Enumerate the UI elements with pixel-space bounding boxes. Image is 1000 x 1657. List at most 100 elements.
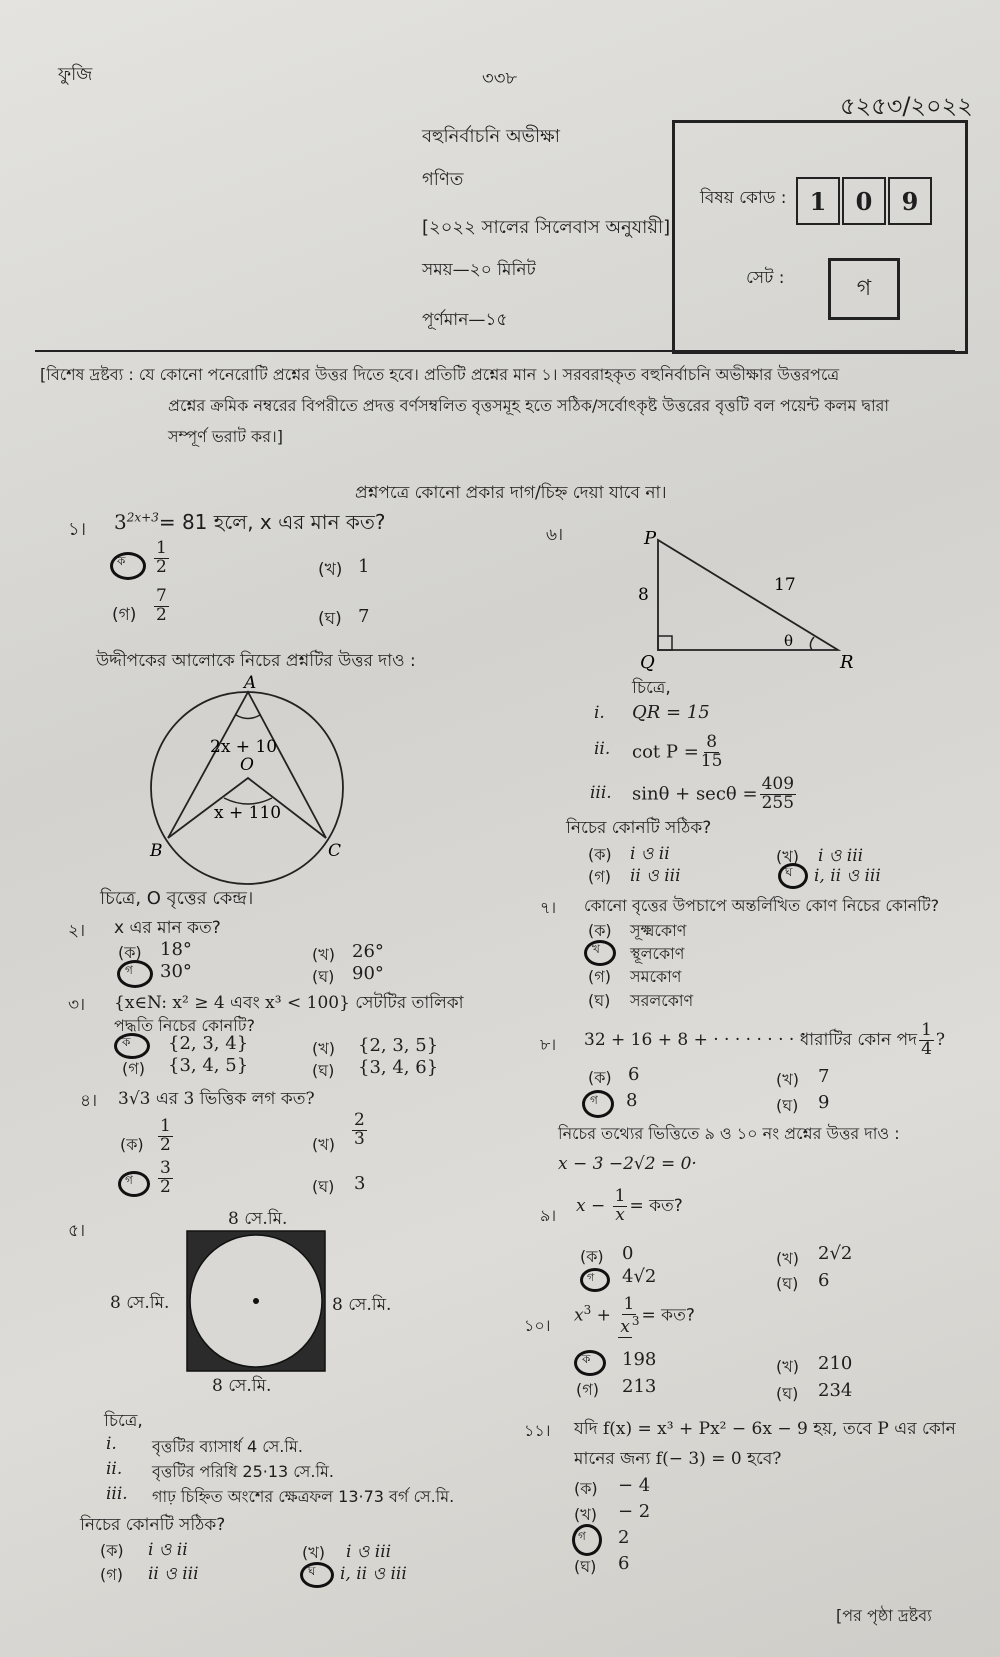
q7-option-kha-label: খ [592, 942, 600, 956]
square-circle-figure [186, 1230, 326, 1372]
q3-answer-circle [114, 1033, 150, 1059]
q8-option-gha-value: 9 [818, 1092, 830, 1113]
q3-option-gha-value: {3, 4, 6} [358, 1057, 439, 1078]
q4-option-kha-label: (খ) [312, 1135, 335, 1154]
q5-statement-i: বৃত্তটির ব্যাসার্ধ 4 সে.মি. [152, 1437, 303, 1456]
q4-option-ga-label: গ [125, 1173, 133, 1187]
q9-answer-circle [580, 1268, 610, 1292]
q3-option-ga-value: {3, 4, 5} [168, 1055, 249, 1076]
q2-option-gha-value: 90° [352, 963, 384, 984]
q8-option-kha-value: 7 [818, 1066, 830, 1087]
q5-statement-ii: বৃত্তটির পরিধি 25·13 সে.মি. [152, 1462, 334, 1481]
q4-answer-circle [118, 1171, 150, 1197]
q6-statement-ii-text: cot P = [632, 741, 699, 763]
q2-option-kha-label: (খ) [312, 945, 335, 964]
q11-option-ka-value: − 4 [618, 1475, 651, 1496]
circle-angle-figure: A B C O 2x + 10 x + 110 [149, 673, 344, 885]
syllabus-note: [২০২২ সালের সিলেবাস অনুযায়ী] [422, 217, 671, 238]
q5-side-left: 8 সে.মি. [110, 1293, 170, 1313]
given-equation: x − 3 −2√2 = 0· [558, 1154, 697, 1174]
theta-arc [809, 636, 815, 651]
point-b-label: B [149, 841, 163, 861]
q3-option-kha-value: {2, 3, 5} [358, 1035, 439, 1056]
q1-option-kha-label: (খ) [318, 560, 343, 580]
q8-answer-circle [582, 1090, 614, 1118]
q10-option-ga-value: 213 [622, 1376, 657, 1397]
q10-answer-circle [574, 1350, 606, 1376]
q10-stem-text: = কত? [641, 1305, 695, 1326]
q6-option-kha-label: (খ) [776, 847, 799, 866]
q8-option-gha-label: (ঘ) [776, 1096, 799, 1115]
q8-stem: 32 + 16 + 8 + · · · · · · · · ধারাটির কো… [584, 1020, 946, 1059]
q3-option-kha-label: (খ) [312, 1039, 335, 1058]
point-a-label: A [242, 673, 256, 693]
exam-time: সময়—২০ মিনিট [422, 260, 536, 280]
vertex-p-label: P [643, 528, 657, 549]
figure-circle [150, 691, 344, 885]
right-triangle-figure: P Q R 8 17 θ [638, 528, 854, 672]
instruction-line-1: [বিশেষ দ্রষ্টব্য : যে কোনো পনেরোটি প্রশ্… [40, 365, 840, 384]
q2-number: ২। [68, 921, 86, 941]
q8-option-ka-value: 6 [628, 1064, 640, 1085]
inscribed-angle-lines [167, 690, 327, 839]
q2-option-ka-label: (ক) [118, 943, 142, 962]
q11-stem-line-2: মানের জন্য f(− 3) = 0 হবে? [574, 1449, 782, 1469]
q11-option-ga-value: 2 [618, 1527, 630, 1548]
q10-option-kha-label: (খ) [776, 1357, 799, 1376]
q9-option-gha-value: 6 [818, 1270, 830, 1291]
q4-option-gha-label: (ঘ) [312, 1177, 335, 1196]
q5-answer-circle [300, 1562, 334, 1588]
q9-option-ga-label: গ [587, 1271, 595, 1284]
q3-stem: {x∈N: x² ≥ 4 এবং x³ < 100} সেটটির তালিকা [114, 993, 464, 1013]
q2-option-ka-value: 18° [160, 939, 192, 960]
set-value: গ [828, 258, 900, 320]
central-angle-lines [167, 776, 327, 839]
q7-option-gha-label: (ঘ) [588, 991, 611, 1010]
side-pq-label: 8 [638, 585, 649, 605]
angle-bottom-label: x + 110 [214, 803, 281, 823]
q4-stem: 3√3 এর 3 ভিত্তিক লগ কত? [118, 1089, 315, 1109]
q2-option-gha-label: (ঘ) [312, 967, 335, 986]
theta-label: θ [784, 632, 793, 650]
q8-stem-text: 32 + 16 + 8 + · · · · · · · · ধারাটির কো… [584, 1029, 918, 1050]
q6-option-ga-value: ii ও iii [630, 866, 681, 886]
q6-option-ka-label: (ক) [588, 845, 612, 864]
q5-statement-iii-label: iii. [106, 1484, 128, 1504]
q7-option-ka-value: সূক্ষ্মকোণ [630, 921, 687, 940]
q1-stem: 32x+3= 81 হলে, x এর মান কত? [114, 510, 386, 534]
vertex-r-label: R [839, 652, 854, 672]
q5-option-ka-value: i ও ii [148, 1540, 188, 1560]
q3-option-ka-value: {2, 3, 4} [168, 1033, 249, 1054]
stimulus-text: উদ্দীপকের আলোকে নিচের প্রশ্নটির উত্তর দা… [96, 651, 416, 671]
instruction-line-3: সম্পূর্ণ ভরাট কর।] [168, 427, 283, 446]
q6-option-ga-label: (গ) [588, 867, 611, 886]
q6-option-kha-value: i ও iii [818, 846, 864, 866]
q5-statement-ii-label: ii. [106, 1459, 123, 1479]
q10-option-gha-label: (ঘ) [776, 1384, 799, 1403]
q6-option-ka-value: i ও ii [630, 844, 670, 864]
q6-statement-iii-text: sinθ + secθ = [632, 783, 758, 805]
q10-option-ka-value: 198 [622, 1349, 657, 1370]
q2-option-ga-value: 30° [160, 961, 192, 982]
q11-stem: যদি f(x) = x³ + Px² − 6x − 9 হয়, তবে P … [574, 1419, 956, 1439]
q4-option-gha-value: 3 [354, 1173, 366, 1194]
angle-top-label: 2x + 10 [210, 737, 277, 757]
q5-caption: চিত্রে, [104, 1411, 143, 1431]
q5-statement-i-label: i. [106, 1434, 117, 1454]
subject-title: গণিত [422, 169, 464, 190]
q6-number: ৬। [546, 525, 564, 545]
q5-option-kha-label: (খ) [302, 1543, 325, 1562]
point-c-label: C [328, 841, 341, 861]
q3-option-ga-label: (গ) [122, 1059, 145, 1078]
q5-number: ৫। [68, 1221, 86, 1241]
q3-number: ৩। [68, 995, 86, 1015]
q5-side-right: 8 সে.মি. [332, 1295, 392, 1315]
q10-option-ka-label: ক [582, 1352, 591, 1366]
